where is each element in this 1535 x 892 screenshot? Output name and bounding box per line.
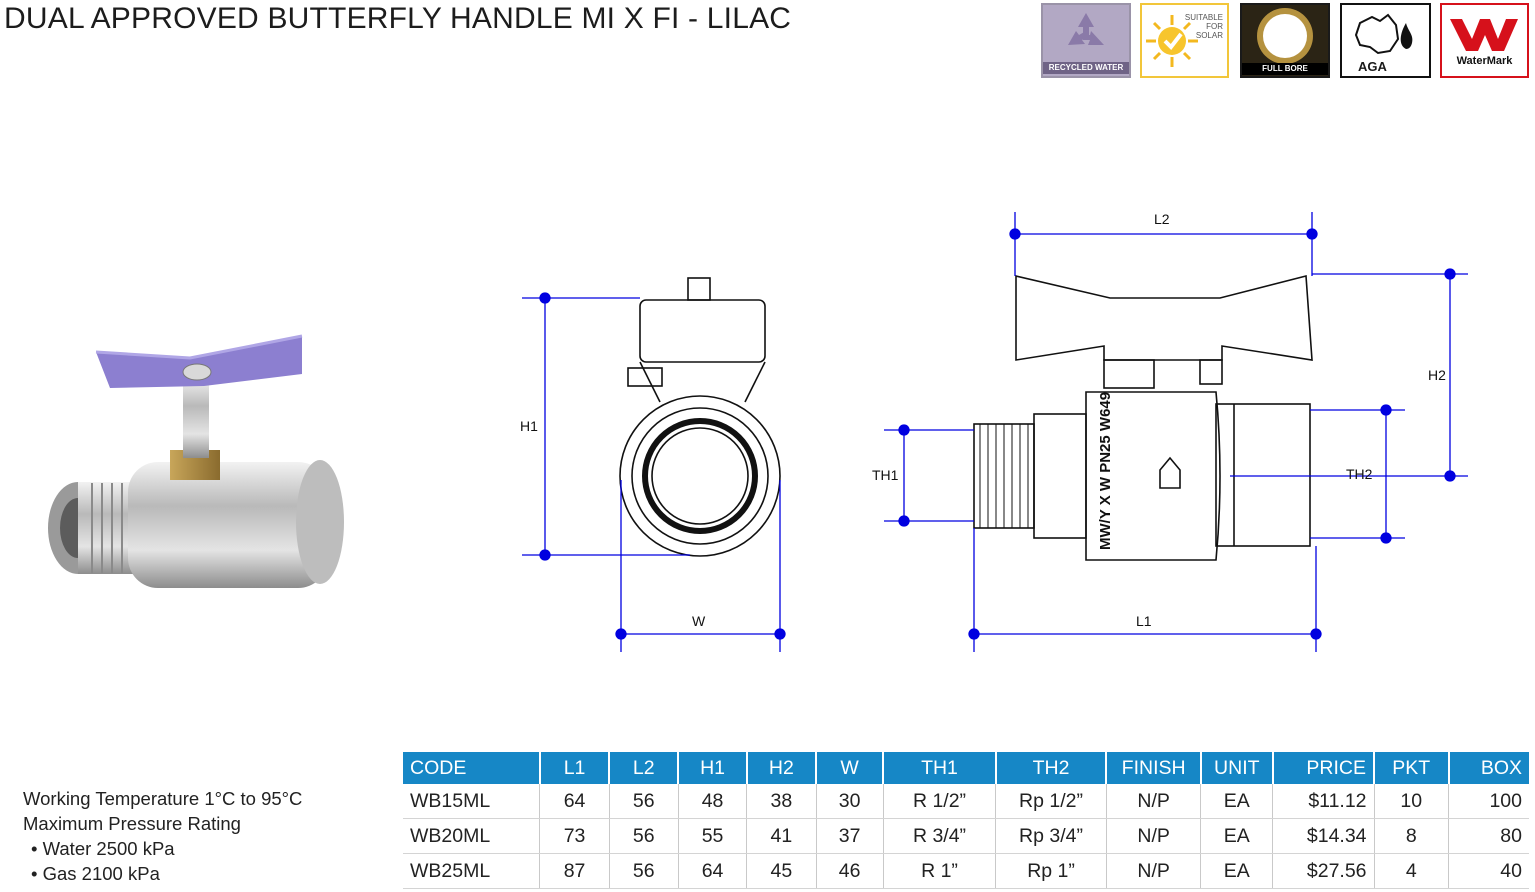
cell-l2: 56 (609, 853, 679, 889)
recycled-water-label: RECYCLED WATER (1043, 62, 1129, 74)
dim-label-th2: TH2 (1346, 466, 1373, 482)
product-photo (48, 334, 344, 588)
cell-h2: 38 (746, 784, 817, 819)
product-table: CODE L1 L2 H1 H2 W TH1 TH2 FINISH UNIT P… (403, 752, 1529, 889)
table-row: WB20ML 73 56 55 41 37 R 3/4” Rp 3/4” N/P… (403, 818, 1529, 854)
cell-unit: EA (1200, 818, 1274, 854)
solar-label: SUITABLE FOR SOLAR (1184, 13, 1223, 40)
cell-th1: R 1” (883, 853, 997, 889)
header-th1: TH1 (883, 752, 997, 784)
dim-label-h2: H2 (1428, 367, 1446, 383)
cell-box: 40 (1448, 853, 1529, 889)
pressure-rating-heading: Maximum Pressure Rating (23, 813, 241, 834)
watermark-label: WaterMark (1456, 55, 1513, 67)
cell-unit: EA (1200, 853, 1274, 889)
full-bore-ring-icon (1257, 8, 1313, 64)
header-code: CODE (403, 752, 541, 784)
svg-text:MW/Y X W PN25 W649: MW/Y X W PN25 W649 (1097, 392, 1114, 550)
table-row: WB25ML 87 56 64 45 46 R 1” Rp 1” N/P EA … (403, 853, 1529, 889)
cell-pkt: 10 (1374, 784, 1450, 819)
header-finish: FINISH (1106, 752, 1202, 784)
header-box: BOX (1448, 752, 1529, 784)
cell-code: WB15ML (403, 784, 541, 819)
solar-badge: SUITABLE FOR SOLAR (1140, 3, 1229, 78)
water-pressure: • Water 2500 kPa (31, 838, 175, 859)
header-pkt: PKT (1374, 752, 1450, 784)
aga-badge: AGA (1340, 3, 1431, 78)
header-l2: L2 (609, 752, 680, 784)
cell-w: 46 (816, 853, 884, 889)
cell-code: WB20ML (403, 818, 541, 854)
cell-code: WB25ML (403, 853, 541, 889)
cell-price: $11.12 (1272, 784, 1375, 819)
cell-l2: 56 (609, 784, 679, 819)
product-title: DUAL APPROVED BUTTERFLY HANDLE MI X FI -… (4, 2, 792, 35)
cell-l1: 87 (539, 853, 610, 889)
header-w: W (816, 752, 885, 784)
cell-l2: 56 (609, 818, 679, 854)
cell-pkt: 4 (1374, 853, 1450, 889)
recycled-water-badge: RECYCLED WATER (1041, 3, 1131, 78)
cell-h1: 64 (678, 853, 748, 889)
cell-th1: R 1/2” (883, 784, 997, 819)
cell-finish: N/P (1106, 818, 1202, 854)
dim-label-l2: L2 (1154, 211, 1170, 227)
table-row: WB15ML 64 56 48 38 30 R 1/2” Rp 1/2” N/P… (403, 784, 1529, 819)
cell-th2: Rp 3/4” (995, 818, 1107, 854)
cell-w: 37 (816, 818, 884, 854)
header-unit: UNIT (1200, 752, 1274, 784)
gas-pressure: • Gas 2100 kPa (31, 863, 160, 884)
cell-h2: 41 (746, 818, 817, 854)
watermark-logo-icon (1450, 19, 1518, 51)
cell-l1: 64 (539, 784, 610, 819)
cell-finish: N/P (1106, 784, 1202, 819)
cell-price: $14.34 (1272, 818, 1375, 854)
cell-w: 30 (816, 784, 884, 819)
aga-label: AGA (1358, 59, 1387, 74)
cell-th2: Rp 1/2” (995, 784, 1107, 819)
dim-label-th1: TH1 (872, 467, 899, 483)
header-l1: L1 (539, 752, 611, 784)
cell-th1: R 3/4” (883, 818, 997, 854)
dim-label-h1: H1 (520, 418, 538, 434)
table-header-row: CODE L1 L2 H1 H2 W TH1 TH2 FINISH UNIT P… (403, 752, 1529, 784)
header-price: PRICE (1272, 752, 1376, 784)
specifications: Working Temperature 1°C to 95°C Maximum … (23, 786, 302, 886)
full-bore-label: FULL BORE (1242, 63, 1328, 75)
cell-h1: 48 (678, 784, 748, 819)
cell-finish: N/P (1106, 853, 1202, 889)
cell-box: 80 (1448, 818, 1529, 854)
cell-h2: 45 (746, 853, 817, 889)
cell-h1: 55 (678, 818, 748, 854)
dim-label-w: W (692, 613, 706, 629)
cell-unit: EA (1200, 784, 1274, 819)
dimension-drawing: MW/Y X W PN25 W649 H1 W L2 H2 (520, 211, 1468, 652)
dim-label-l1: L1 (1136, 613, 1152, 629)
watermark-badge: WaterMark (1440, 3, 1529, 78)
header-h2: H2 (746, 752, 818, 784)
recycle-icon (1068, 13, 1104, 45)
cell-th2: Rp 1” (995, 853, 1107, 889)
header-th2: TH2 (995, 752, 1108, 784)
cell-l1: 73 (539, 818, 610, 854)
header-h1: H1 (678, 752, 748, 784)
full-bore-badge: FULL BORE (1240, 3, 1330, 78)
cell-pkt: 8 (1374, 818, 1450, 854)
working-temperature: Working Temperature 1°C to 95°C (23, 788, 303, 809)
sun-check-icon (1146, 15, 1198, 67)
cell-price: $27.56 (1272, 853, 1375, 889)
cell-box: 100 (1448, 784, 1529, 819)
australia-flame-icon (1354, 13, 1413, 55)
